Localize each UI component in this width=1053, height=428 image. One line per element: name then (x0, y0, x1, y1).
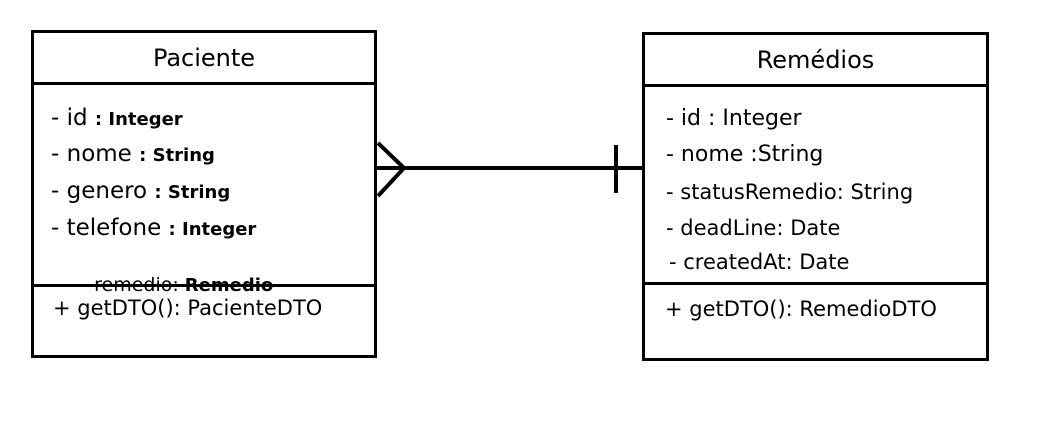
crows-foot-many (376, 141, 407, 198)
paciente-attr-genero-type: : String (154, 182, 231, 203)
paciente-attr-genero-name: - genero (51, 178, 155, 204)
paciente-attr-telefone: - telefone : Integer (51, 217, 256, 240)
paciente-attr-id-name: - id (51, 105, 95, 131)
remedios-class-name: Remédios (756, 45, 875, 74)
paciente-attr-genero: - genero : String (51, 180, 230, 203)
remedios-attr-nome: - nome :String (666, 142, 824, 167)
paciente-class-name: Paciente (152, 43, 256, 72)
remedios-class-title-box: Remédios (645, 35, 986, 87)
remedios-attr-createdat: - createdAt: Date (669, 250, 850, 274)
remedios-methods-divider (645, 282, 986, 285)
remedios-class: Remédios - id : Integer - nome :String -… (642, 32, 989, 361)
paciente-class: Paciente - id : Integer - nome : String … (31, 30, 377, 358)
remedios-attr-statusremedio: - statusRemedio: String (666, 180, 914, 204)
paciente-method-getdto: + getDTO(): PacienteDTO (53, 296, 323, 320)
remedios-attr-deadline: - deadLine: Date (666, 216, 841, 240)
paciente-attr-nome: - nome : String (51, 143, 215, 166)
paciente-attr-telefone-name: - telefone (51, 215, 169, 241)
remedios-method-getdto: + getDTO(): RemedioDTO (665, 297, 937, 321)
remedios-attr-id: - id : Integer (666, 106, 802, 131)
paciente-class-title-box: Paciente (34, 33, 374, 85)
paciente-attr-nome-name: - nome (51, 141, 140, 167)
paciente-attr-telefone-type: : Integer (168, 219, 257, 240)
paciente-attr-nome-type: : String (139, 145, 215, 166)
paciente-methods-divider (34, 284, 374, 287)
paciente-attr-id: - id : Integer (51, 107, 183, 130)
paciente-attr-id-type: : Integer (94, 109, 183, 130)
